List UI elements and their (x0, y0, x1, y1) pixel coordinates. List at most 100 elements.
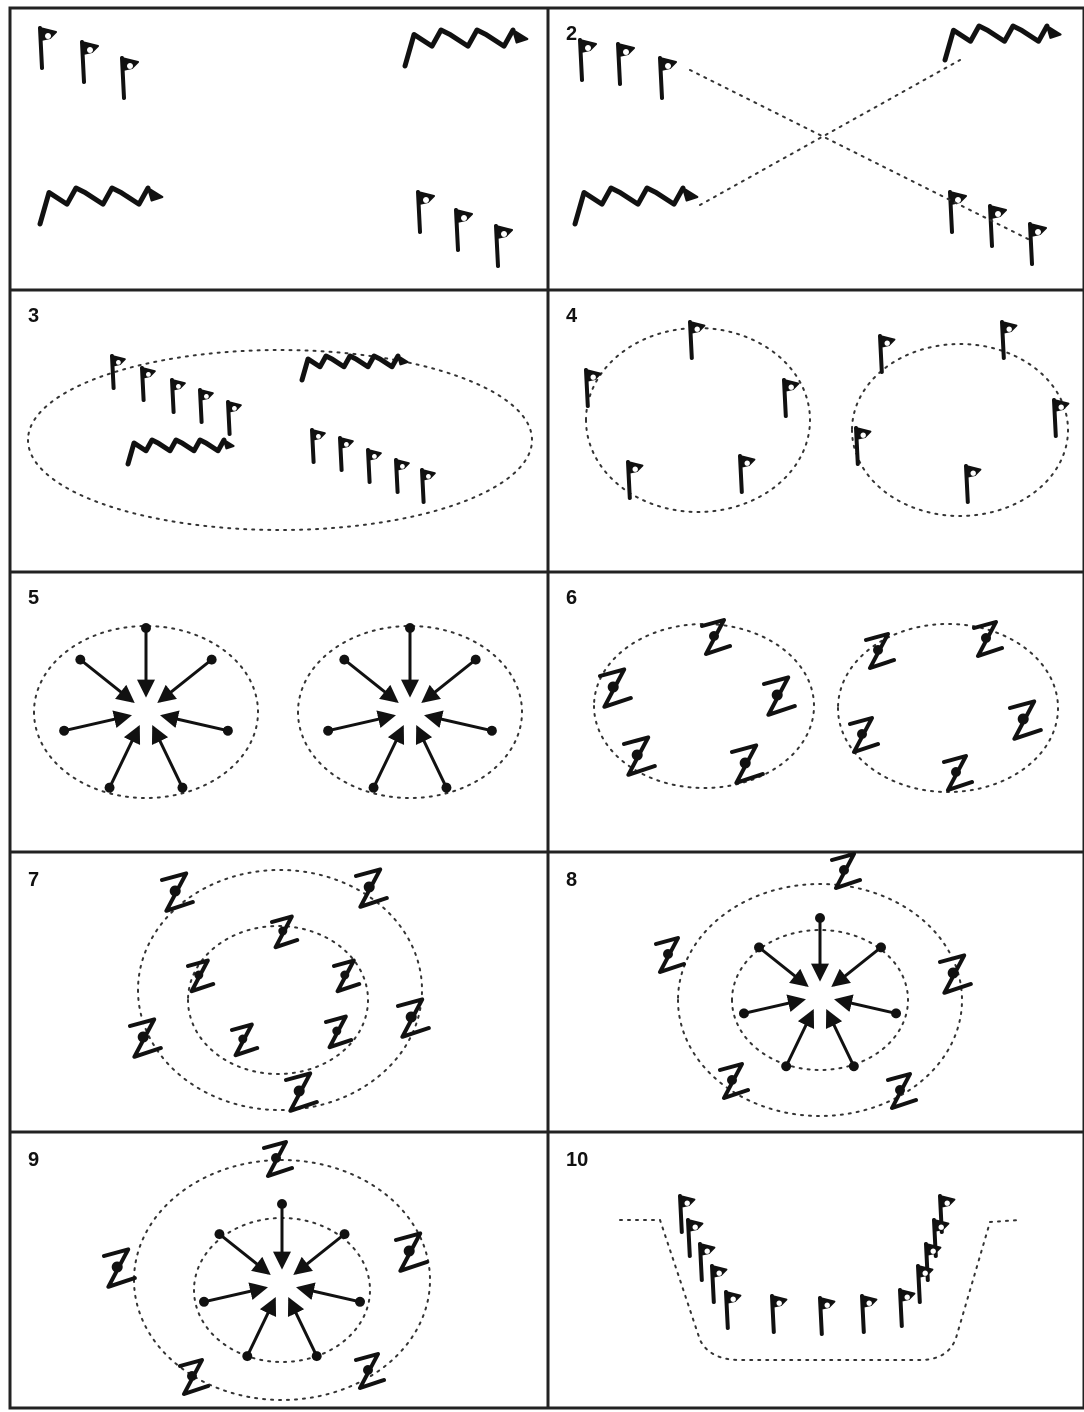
flag-mark (824, 1302, 830, 1308)
zigzag-tip (512, 29, 529, 44)
flag-icon (140, 366, 156, 402)
arrow-tail-dot (75, 654, 86, 665)
z-shape-dot (111, 1261, 123, 1273)
flag-mark (730, 1296, 736, 1302)
zigzag-tip (1046, 25, 1062, 39)
flag-icon (394, 458, 410, 494)
arrow-tail-dot (470, 654, 481, 665)
arrow-icon (245, 1296, 277, 1358)
flag-icon (338, 436, 354, 472)
z-shape-dot (727, 1075, 737, 1085)
z-shape-dot (363, 1365, 373, 1375)
flag-icon (416, 190, 435, 234)
z-shape-dot (607, 681, 619, 693)
panel-number-2: 2 (566, 23, 577, 45)
zigzag-tip (397, 355, 409, 366)
flag-mark (694, 326, 700, 332)
arrow-tail-dot (368, 782, 379, 793)
flag-icon (578, 38, 597, 82)
arrow-tail-dot (214, 1229, 225, 1240)
zigzag-line-icon (37, 185, 151, 227)
flag-mark (461, 215, 467, 221)
z-shape-dot (403, 1245, 415, 1257)
arrow-icon (342, 658, 399, 704)
flag-icon (854, 426, 872, 466)
zigzag-line-icon (572, 185, 686, 227)
arrow-tail-dot (781, 1061, 792, 1072)
dotted-path (851, 343, 1069, 517)
arrow-tail-dot (141, 623, 151, 633)
flag-icon (738, 454, 756, 494)
panel-frame (8, 6, 1084, 1410)
flag-icon (454, 208, 473, 252)
flag-mark (744, 460, 750, 466)
arrow-tail-dot (486, 725, 497, 736)
z-shape-dot (839, 865, 849, 875)
flag-mark (501, 231, 507, 237)
flag-icon (770, 1294, 788, 1334)
flag-icon (860, 1294, 878, 1334)
flag-mark (372, 454, 377, 459)
arrow-tail-dot (339, 1229, 350, 1240)
dotted-path (837, 623, 1059, 793)
flag-mark (930, 1248, 936, 1254)
panel-number-10: 10 (566, 1149, 588, 1171)
arrow-tail-dot (891, 1008, 902, 1019)
z-shape-dot (951, 767, 961, 777)
dotted-path (593, 623, 815, 789)
arrow-icon (742, 994, 806, 1015)
flag-icon (494, 224, 513, 268)
arrow-icon (202, 1282, 268, 1304)
flag-icon (170, 378, 186, 414)
flag-icon (658, 56, 677, 100)
zigzag-tip (223, 439, 235, 450)
arrow-tail-dot (177, 782, 188, 793)
flag-icon (420, 468, 436, 504)
arrow-icon (831, 945, 883, 988)
flag-icon (80, 40, 99, 84)
flag-mark (938, 1224, 944, 1230)
flag-icon (782, 378, 800, 418)
arrow-icon (757, 945, 809, 988)
flag-icon (686, 1218, 704, 1258)
flag-mark (127, 63, 133, 69)
flag-mark (344, 442, 349, 447)
arrow-tail-dot (311, 1351, 322, 1362)
flag-icon (964, 464, 982, 504)
dotted-path (187, 925, 369, 1075)
zigzag-tip (147, 187, 164, 202)
flag-mark (423, 197, 429, 203)
dotted-path (585, 327, 811, 513)
arrow-tail-dot (848, 1061, 859, 1072)
panel-number-9: 9 (28, 1149, 39, 1171)
z-shape-dot (947, 967, 959, 979)
flag-mark (45, 33, 51, 39)
flag-icon (818, 1296, 836, 1336)
zigzag-line-icon (125, 437, 227, 467)
zigzag-tip (682, 187, 699, 202)
arrow-icon (784, 1008, 815, 1068)
arrow-icon (157, 658, 214, 704)
dotted-path (27, 349, 533, 531)
arrow-icon (834, 994, 898, 1015)
z-shape-dot (238, 1034, 248, 1044)
dotted-path (731, 929, 909, 1071)
z-shape-dot (663, 949, 673, 959)
flag-icon (698, 1242, 716, 1282)
flag-mark (623, 49, 629, 55)
flag-icon (38, 26, 57, 70)
flag-mark (944, 1200, 950, 1206)
flag-mark (860, 432, 866, 438)
arrow-icon (372, 724, 405, 790)
arrow-tail-dot (354, 1296, 365, 1307)
flag-mark (585, 45, 591, 51)
flag-mark (884, 340, 890, 346)
z-shape-dot (771, 689, 783, 701)
z-shape-dot (194, 970, 204, 980)
z-shape-dot (363, 881, 375, 893)
flag-mark (1035, 229, 1041, 235)
flag-mark (866, 1300, 872, 1306)
flag-icon (678, 1194, 696, 1234)
flag-icon (898, 1288, 916, 1328)
